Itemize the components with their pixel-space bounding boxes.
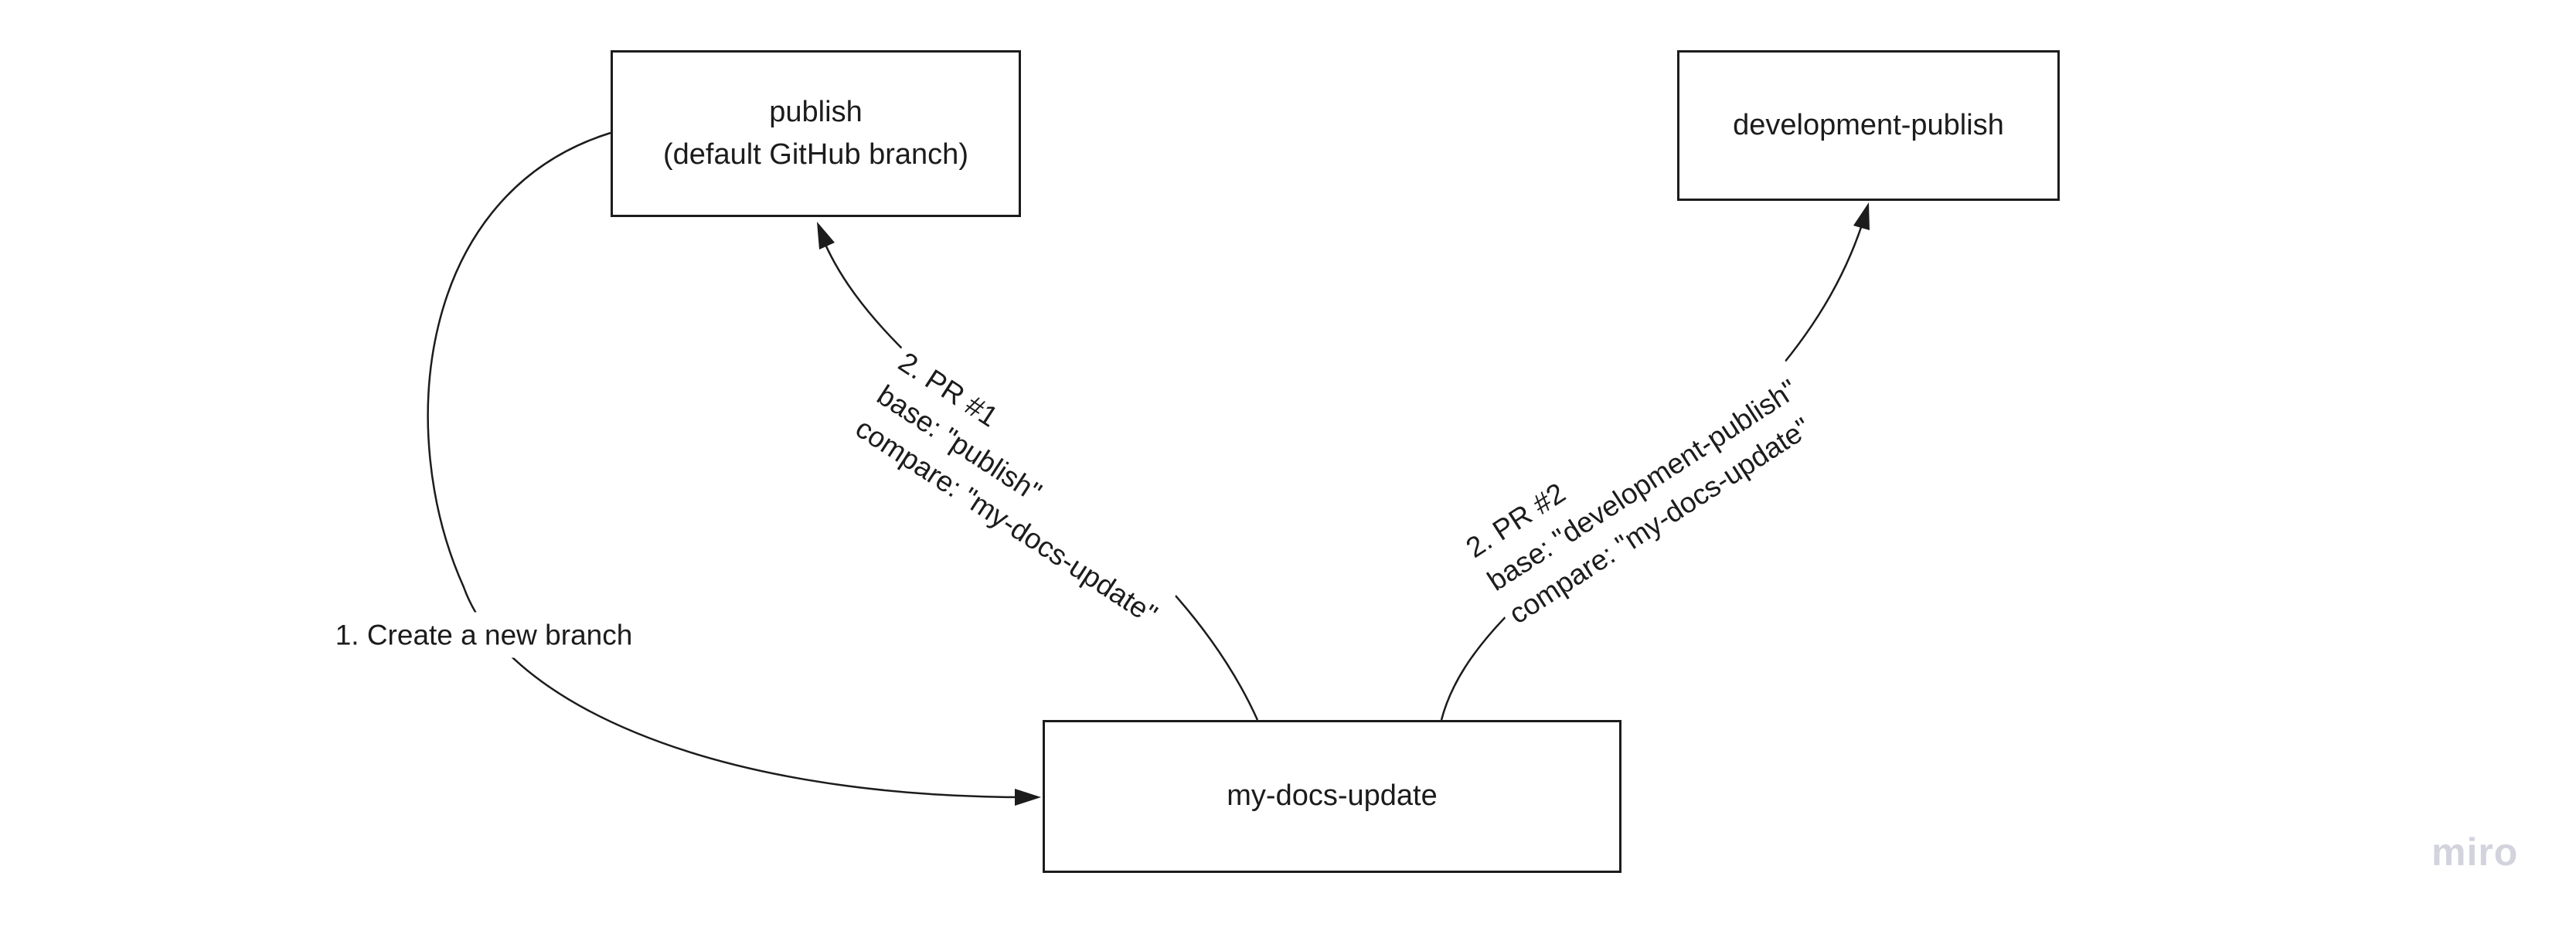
node-my-docs-update-branch[interactable]: my-docs-update xyxy=(1043,720,1621,873)
node-development-publish-label: development-publish xyxy=(1733,108,2004,141)
node-publish-label: publish (default GitHub branch) xyxy=(663,95,968,171)
miro-logo: miro xyxy=(2431,830,2519,874)
node-development-publish-branch[interactable]: development-publish xyxy=(1677,50,2060,201)
pr2-arrowhead-icon xyxy=(1853,202,1870,230)
pr1-arrowhead-icon xyxy=(817,222,835,250)
create-branch-connector[interactable] xyxy=(427,131,1030,799)
node-publish-branch[interactable]: publish (default GitHub branch) xyxy=(611,50,1021,217)
create-branch-step-label[interactable]: 1. Create a new branch xyxy=(328,612,639,658)
node-my-docs-update-label: my-docs-update xyxy=(1227,779,1438,813)
create-branch-arrowhead-icon xyxy=(1015,789,1041,806)
